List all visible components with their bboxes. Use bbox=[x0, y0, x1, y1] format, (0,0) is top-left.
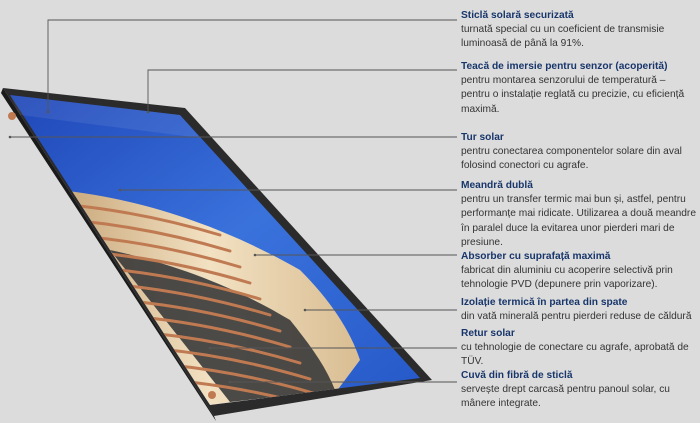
callout-description: pentru conectarea componentelor solare d… bbox=[461, 146, 682, 172]
leader-dot bbox=[253, 253, 257, 257]
leader-dot bbox=[208, 346, 212, 350]
callout-title: Sticlă solară securizată bbox=[461, 10, 574, 21]
leader-dot bbox=[8, 135, 12, 139]
callout-description: din vată minerală pentru pierderi reduse… bbox=[461, 311, 692, 323]
callout-title: Retur solar bbox=[461, 328, 515, 339]
leader-dot bbox=[118, 188, 122, 192]
double-meander-tubes bbox=[68, 203, 332, 405]
callout-description: pentru montarea senzorului de temperatur… bbox=[461, 75, 685, 115]
leader-line-glass bbox=[47, 19, 457, 112]
callout-sensor: Teacă de imersie pentru senzor (acoperit… bbox=[461, 60, 697, 117]
meander-tube bbox=[78, 219, 232, 253]
meander-tube bbox=[88, 235, 242, 269]
meander-tube bbox=[148, 331, 302, 365]
leader-dot bbox=[146, 110, 150, 114]
callout-title: Cuvă din fibră de sticlă bbox=[461, 370, 573, 381]
meander-tube bbox=[128, 299, 282, 333]
callout-description: servește drept carcasă pentru panoul sol… bbox=[461, 384, 670, 410]
leader-lines bbox=[8, 19, 457, 384]
meander-tube bbox=[178, 379, 332, 405]
callout-description: cu tehnologie de conectare cu agrafe, ap… bbox=[461, 342, 689, 368]
leader-line-sensor bbox=[147, 69, 457, 112]
meander-tube bbox=[108, 267, 262, 301]
callout-description: turnată special cu un coeficient de tran… bbox=[461, 24, 665, 50]
callout-description: pentru un transfer termic mai bun și, as… bbox=[461, 194, 696, 248]
meander-tube bbox=[118, 283, 272, 317]
callout-title: Teacă de imersie pentru senzor (acoperit… bbox=[461, 61, 668, 72]
meander-tube bbox=[158, 347, 312, 381]
dark-back-layer bbox=[110, 250, 335, 402]
callout-title: Tur solar bbox=[461, 132, 504, 143]
callout-flow: Tur solar pentru conectarea componentelor… bbox=[461, 131, 697, 174]
meander-tube bbox=[168, 363, 322, 397]
callout-title: Izolație termică în partea din spate bbox=[461, 297, 628, 308]
meander-tube bbox=[138, 315, 292, 349]
return-connector bbox=[208, 391, 216, 399]
leader-dot bbox=[303, 308, 307, 312]
callout-description: fabricat din aluminiu cu acoperire selec… bbox=[461, 265, 673, 291]
leader-dot bbox=[228, 380, 232, 384]
callout-meander: Meandră dublă pentru un transfer termic m… bbox=[461, 179, 697, 250]
callout-tray: Cuvă din fibră de sticlă servește drept c… bbox=[461, 369, 697, 412]
callout-glass: Sticlă solară securizată turnată special … bbox=[461, 9, 697, 52]
glass-highlight bbox=[10, 95, 200, 138]
callout-title: Meandră dublă bbox=[461, 180, 533, 191]
callout-insulation: Izolație termică în partea din spate din … bbox=[461, 296, 697, 324]
callout-title: Absorber cu suprafață maximă bbox=[461, 251, 611, 262]
flow-connector bbox=[8, 112, 16, 120]
meander-tube bbox=[68, 203, 222, 237]
leader-dot bbox=[46, 110, 50, 114]
callout-absorber: Absorber cu suprafață maximă fabricat din… bbox=[461, 250, 697, 293]
tray-edge bbox=[1, 88, 216, 421]
callout-return: Retur solar cu tehnologie de conectare cu… bbox=[461, 327, 697, 370]
meander-tube bbox=[98, 251, 252, 285]
